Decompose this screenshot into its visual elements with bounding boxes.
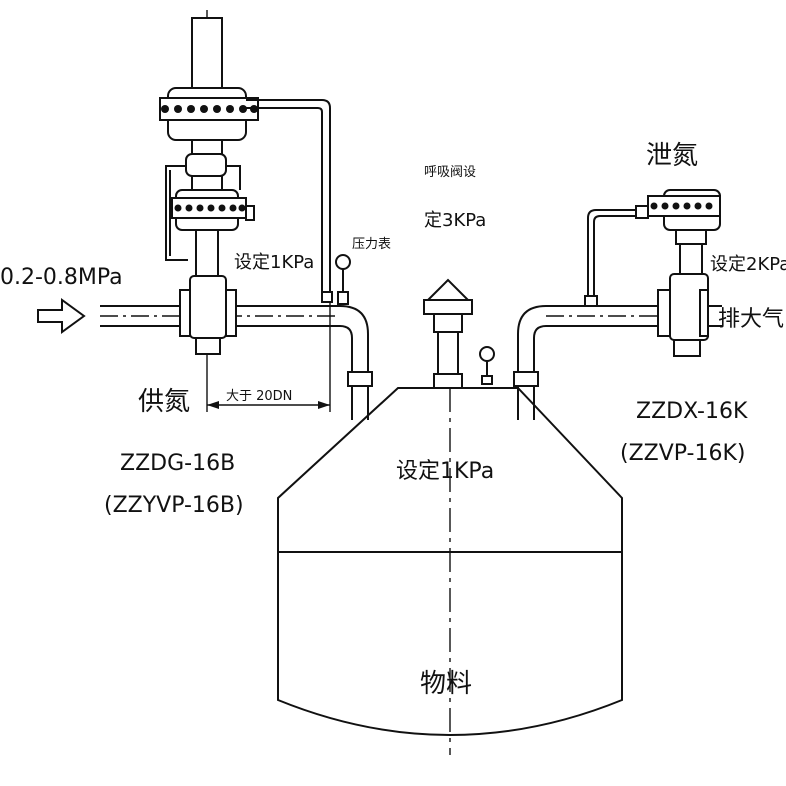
vent-nitrogen-label: 泄氮 (646, 141, 698, 171)
right-setpoint-label: 设定2KPa (710, 254, 786, 275)
valve-body (189, 275, 227, 339)
breather-setpoint-label: 定3KPa (424, 210, 486, 231)
tank-setpoint-label: 设定1KPa (396, 459, 494, 484)
pipe-flange (513, 371, 539, 387)
pressure-gauge-label: 压力表 (352, 237, 391, 252)
outlet-flange (225, 289, 237, 337)
left-model-alt-label: (ZZYVP-16B) (104, 493, 244, 518)
breather-valve-label: 呼吸阀设 (424, 165, 476, 180)
vent-valve (584, 189, 721, 357)
vent-pipe (513, 305, 722, 420)
tank-pressure-gauge (479, 346, 495, 385)
material-label: 物料 (420, 669, 472, 699)
pressure-gauge-icon (335, 254, 351, 305)
distance-dimension (206, 302, 331, 412)
left-setpoint-label: 设定1KPa (234, 252, 314, 273)
supply-flow-arrow (37, 298, 86, 334)
right-model-label: ZZDX-16K (636, 399, 748, 424)
right-model-alt-label: (ZZVP-16K) (620, 441, 746, 466)
inlet-flange (179, 289, 191, 337)
supply-pressure-label: 0.2-0.8MPa (0, 265, 123, 290)
exhaust-label: 排大气 (718, 307, 784, 332)
pipe-flange (347, 371, 373, 387)
breather-valve (423, 278, 473, 389)
vent-inlet-flange (657, 289, 671, 337)
supply-valve (159, 10, 333, 355)
supply-nitrogen-label: 供氮 (138, 387, 190, 417)
distance-note-label: 大于 20DN (226, 389, 292, 404)
storage-tank (277, 387, 623, 755)
left-model-label: ZZDG-16B (120, 451, 235, 476)
valve-cylinder (191, 17, 223, 89)
